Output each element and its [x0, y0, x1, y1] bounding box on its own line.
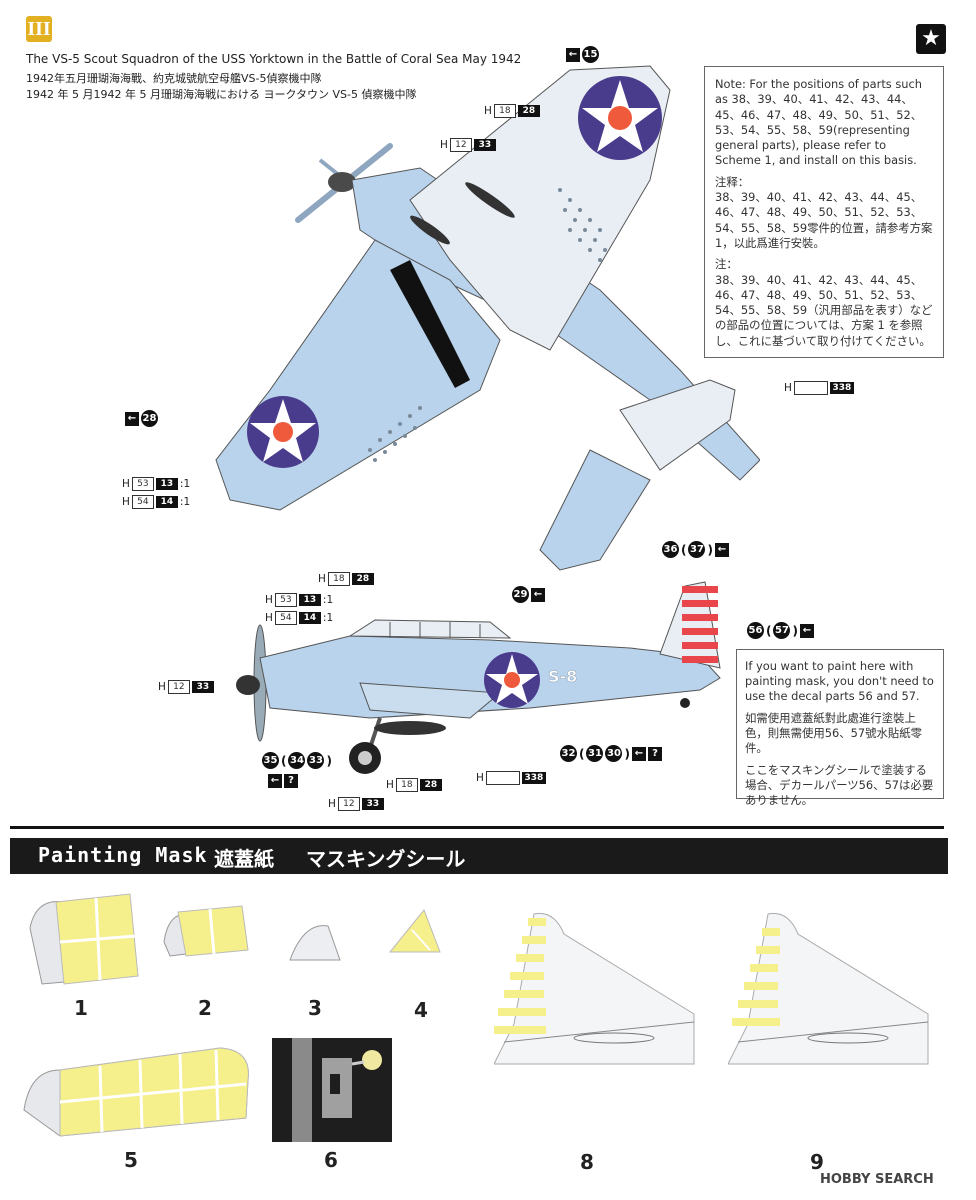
mask-9-illustration [728, 912, 929, 1065]
propeller-top [295, 143, 393, 223]
star-icon: ★ [916, 24, 946, 54]
mask-2-illustration [163, 905, 249, 957]
mask-title-japanese: マスキングシール [306, 847, 466, 871]
painting-mask-header: Painting Mask 遮蓋紙 マスキングシール [10, 838, 948, 874]
roundel-lower-wing [247, 396, 319, 468]
side-code: S-8 [548, 667, 577, 686]
section-divider [10, 826, 944, 829]
page-title-english: The VS-5 Scout Squadron of the USS Yorkt… [26, 52, 522, 66]
part-29-callout: 29← [512, 586, 545, 603]
part-35-decal-arrow: ←? [268, 774, 298, 788]
part-15-callout: ←15 [566, 46, 599, 63]
mask-label-3: 3 [308, 996, 322, 1020]
watermark: HOBBY SEARCH [820, 1172, 934, 1187]
flap-perforations [368, 188, 607, 462]
mask-note-chinese: 如需使用遮蓋紙對此處進行塗裝上色，則無需使用56、57號水貼紙零件。 [745, 711, 923, 755]
page-title-chinese: 1942年五月珊瑚海海戰、約克城號航空母艦VS-5偵察機中隊 [26, 72, 322, 85]
mask-label-6: 6 [324, 1148, 338, 1172]
mask-label-2: 2 [198, 996, 212, 1020]
mask-title-english: Painting Mask [38, 843, 208, 867]
part-56-57-callout: 56(57)← [747, 622, 814, 639]
mask-5-illustration [23, 1047, 249, 1137]
mask-3-illustration [289, 925, 341, 961]
mask-label-9: 9 [810, 1150, 824, 1174]
page-title-japanese: 1942 年 5 月1942 年 5 月珊瑚海海戦における ヨークタウン VS-… [26, 88, 417, 101]
rudder-stripes [682, 586, 718, 663]
mask-8-illustration [494, 912, 695, 1065]
roundel-upper-wing [578, 76, 662, 160]
note-chinese-label: 注释： [715, 174, 750, 189]
note-chinese: 38、39、40、41、42、43、44、45、46、47、48、49、50、5… [715, 190, 933, 250]
note-english: Note: For the positions of parts such as… [715, 77, 923, 168]
roundel-fuselage [484, 652, 540, 708]
part-36-37-callout: 36(37)← [662, 541, 729, 558]
note-japanese: 38、39、40、41、42、43、44、45、46、47、48、49、50、5… [715, 272, 933, 348]
top-view-aircraft [215, 65, 760, 571]
mask-label-1: 1 [74, 996, 88, 1020]
note-japanese-label: 注： [715, 257, 738, 272]
part-28-callout: ←28 [125, 410, 158, 427]
mask-4-illustration [388, 909, 441, 953]
scheme-number-badge: III [26, 16, 52, 42]
mask-6-photo [272, 1038, 392, 1142]
note-box: Note: For the positions of parts such as… [704, 66, 944, 358]
mask-note-english: If you want to paint here with painting … [745, 659, 934, 703]
mask-label-8: 8 [580, 1150, 594, 1174]
mask-label-4: 4 [414, 998, 428, 1022]
side-view-aircraft: S-8 [236, 581, 721, 774]
mask-1-illustration [29, 893, 139, 985]
mask-label-5: 5 [124, 1148, 138, 1172]
mask-note-japanese: ここをマスキングシールで塗装する場合、デカールパーツ56、57は必要ありません。 [745, 763, 934, 807]
mask-title-chinese: 遮蓋紙 [214, 847, 274, 871]
painting-mask-note: If you want to paint here with painting … [736, 649, 944, 807]
